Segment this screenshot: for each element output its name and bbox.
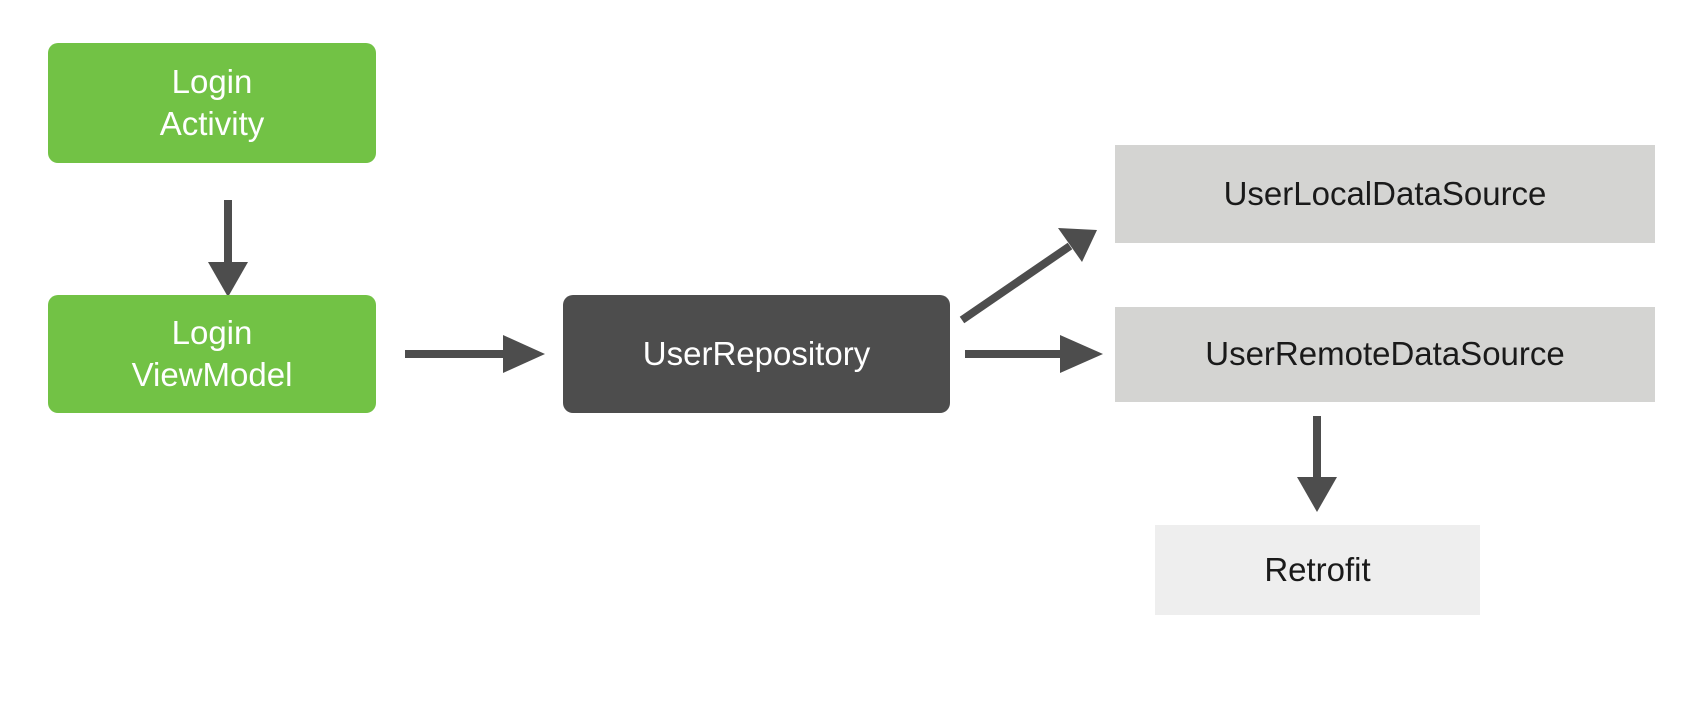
node-user-repository-label: UserRepository — [642, 334, 871, 372]
node-login-activity[interactable]: Login Activity — [48, 43, 376, 163]
edge-activity-to-viewmodel — [208, 200, 248, 297]
node-login-activity-label: Login Activity — [159, 62, 265, 142]
node-user-remote-datasource[interactable]: UserRemoteDataSource — [1115, 307, 1655, 402]
edge-repository-to-remote — [965, 335, 1103, 373]
node-user-repository[interactable]: UserRepository — [563, 295, 950, 413]
node-login-viewmodel[interactable]: Login ViewModel — [48, 295, 376, 413]
node-retrofit[interactable]: Retrofit — [1155, 525, 1480, 615]
node-login-viewmodel-label: Login ViewModel — [131, 313, 293, 393]
node-user-remote-datasource-label: UserRemoteDataSource — [1205, 335, 1565, 373]
edge-remote-to-retrofit — [1297, 416, 1337, 512]
edge-viewmodel-to-repository — [405, 335, 545, 373]
node-user-local-datasource-label: UserLocalDataSource — [1223, 174, 1547, 212]
edge-repository-to-local — [959, 228, 1097, 324]
node-retrofit-label: Retrofit — [1264, 550, 1371, 588]
node-user-local-datasource[interactable]: UserLocalDataSource — [1115, 145, 1655, 243]
